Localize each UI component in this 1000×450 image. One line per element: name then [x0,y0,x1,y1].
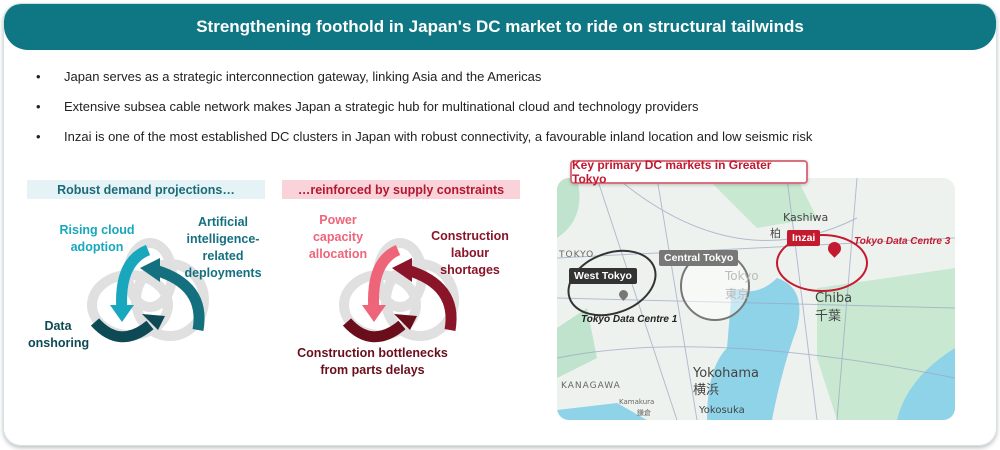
bullet-item: •Inzai is one of the most established DC… [36,126,812,156]
map-title: Key primary DC markets in Greater Tokyo [570,158,808,186]
bullet-list: •Japan serves as a strategic interconnec… [36,66,812,156]
bullet-text: Japan serves as a strategic interconnect… [64,69,542,84]
place-chiba: Chiba [815,291,853,306]
place-tokyo-prefecture: TOKYO [559,250,595,260]
place-yokosuka: Yokosuka [699,405,745,416]
demand-arrow-cloud [116,244,151,313]
demand-heading: Robust demand projections… [27,180,265,199]
bullet-text: Extensive subsea cable network makes Jap… [64,99,699,114]
label-rising-cloud: Rising cloud adoption [59,223,135,254]
arrowhead-icon [110,305,134,322]
label-labour-shortages: Construction labour shortages [431,229,509,277]
label-parts-delays: Construction bottlenecks from parts dela… [297,346,448,377]
market-tag-west-tokyo: West Tokyo [569,268,637,284]
bullet-item: •Extensive subsea cable network makes Ja… [36,96,812,126]
supply-arrow-parts [342,318,406,343]
place-chiba-jp: 千葉 [815,309,842,324]
place-kamakura-jp: 鎌倉 [637,409,651,417]
market-tag-central-tokyo: Central Tokyo [659,250,739,266]
market-tag-inzai: Inzai [787,230,821,246]
place-yokohama-jp: 横浜 [693,383,720,398]
inzai-ellipse [776,234,868,292]
place-kashiwa: Kashiwa [783,211,829,224]
place-yokohama: Yokohama [693,366,760,381]
place-kamakura: Kamakura [619,398,655,406]
west-tokyo-ellipse [567,249,657,317]
arrowhead-icon [140,258,160,282]
demand-arrow-onshoring [90,318,154,343]
demand-arrow-ai [153,264,205,331]
supply-arrow-labour [405,264,457,331]
label-ai-deployments: Artificial intelligence-related deployme… [184,215,262,280]
cycle-diagrams [87,238,459,343]
bullet-text: Inzai is one of the most established DC … [64,129,813,144]
site-label-tdc3: Tokyo Data Centre 3 [854,236,951,247]
greater-tokyo-map[interactable]: West Tokyo Tokyo Data Centre 1 Central T… [557,178,955,420]
place-tokyo-jp: 東京 [725,287,750,301]
place-kashiwa-jp: 柏 [770,227,781,240]
arrowhead-icon [392,258,412,282]
site-label-tdc1: Tokyo Data Centre 1 [581,314,678,325]
map-base [557,178,955,420]
place-tokyo: Tokyo [725,269,759,283]
supply-arrow-power [368,244,401,313]
supply-heading: …reinforced by supply constraints [282,180,520,199]
label-power-capacity: Power capacity allocation [308,213,368,261]
arrowhead-icon [142,314,165,330]
bullet-item: •Japan serves as a strategic interconnec… [36,66,812,96]
slide-title: Strengthening foothold in Japan's DC mar… [4,4,996,50]
arrowhead-icon [362,305,386,322]
label-data-onshoring: Data onshoring [28,319,90,350]
arrowhead-icon [394,314,417,330]
slide-card: Strengthening foothold in Japan's DC mar… [3,3,997,446]
place-kanagawa: KANAGAWA [561,381,621,391]
